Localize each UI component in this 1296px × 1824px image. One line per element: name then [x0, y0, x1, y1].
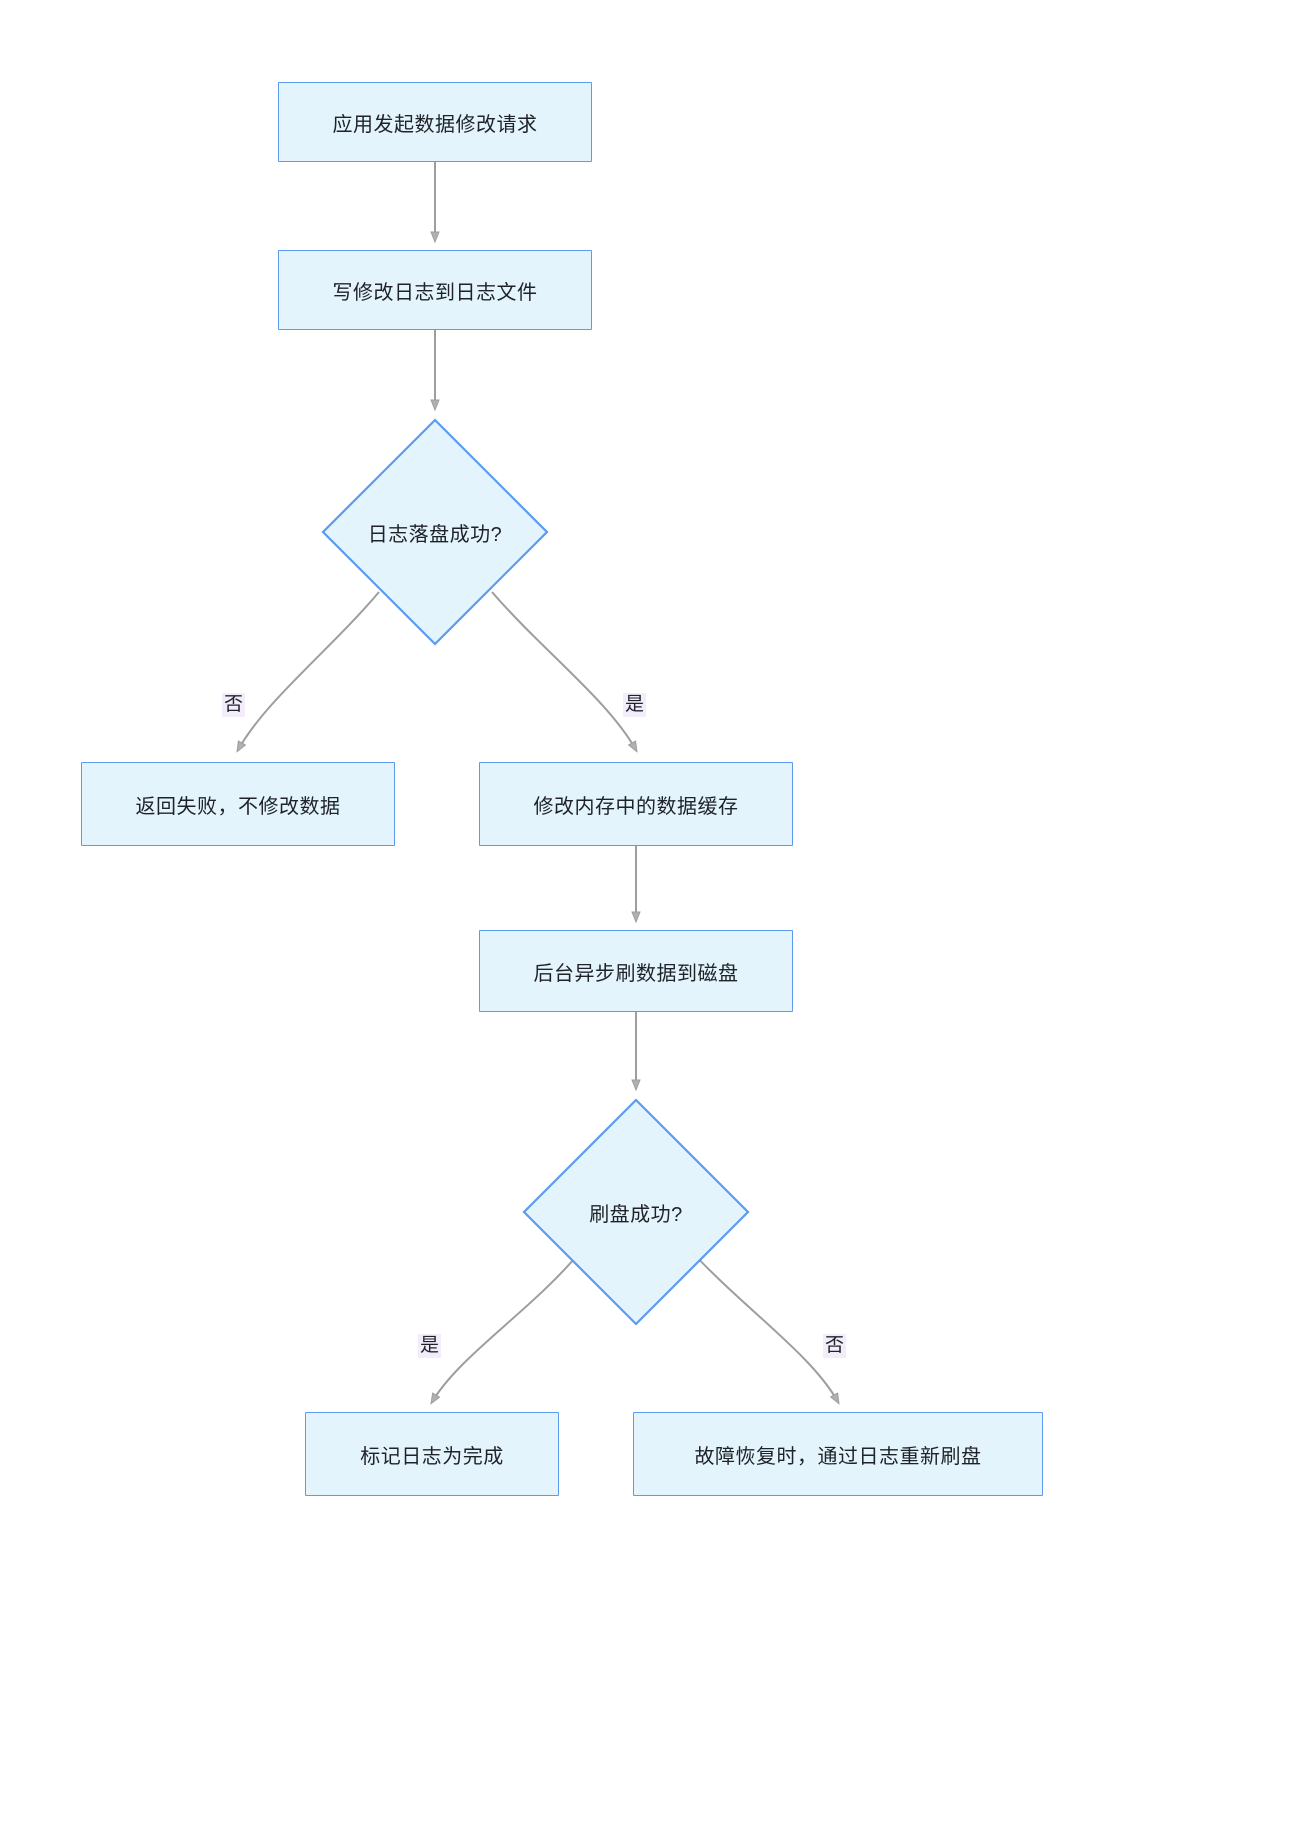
- node-label: 刷盘成功?: [589, 1203, 683, 1226]
- edge-n3-n4: [238, 591, 380, 750]
- node-label: 修改内存中的数据缓存: [533, 795, 739, 818]
- edge-label-yes-2: 是: [418, 1334, 442, 1358]
- diamond-shape: [321, 418, 549, 646]
- node-update-cache[interactable]: 修改内存中的数据缓存: [479, 762, 793, 846]
- node-return-failure[interactable]: 返回失败，不修改数据: [81, 762, 395, 846]
- edge-label-yes-1: 是: [623, 693, 647, 717]
- node-recover-from-log[interactable]: 故障恢复时，通过日志重新刷盘: [633, 1412, 1043, 1496]
- node-decision-log-flushed[interactable]: 日志落盘成功?: [321, 418, 549, 646]
- node-label: 后台异步刷数据到磁盘: [533, 962, 739, 985]
- edge-label-no-2: 否: [823, 1334, 847, 1358]
- node-label: 应用发起数据修改请求: [332, 113, 538, 136]
- node-start-request[interactable]: 应用发起数据修改请求: [278, 82, 592, 162]
- node-async-flush[interactable]: 后台异步刷数据到磁盘: [479, 930, 793, 1012]
- edge-label-no-1: 否: [222, 693, 246, 717]
- edge-n7-n9: [691, 1251, 838, 1402]
- edge-n7-n8: [432, 1251, 581, 1402]
- node-decision-flush-ok[interactable]: 刷盘成功?: [522, 1098, 750, 1326]
- node-label: 日志落盘成功?: [367, 523, 503, 546]
- node-write-log[interactable]: 写修改日志到日志文件: [278, 250, 592, 330]
- edge-n3-n5: [491, 591, 636, 750]
- diamond-shape: [522, 1098, 750, 1326]
- node-label: 故障恢复时，通过日志重新刷盘: [694, 1445, 982, 1468]
- node-mark-log-done[interactable]: 标记日志为完成: [305, 1412, 559, 1496]
- node-label: 返回失败，不修改数据: [135, 795, 341, 818]
- node-label: 标记日志为完成: [360, 1445, 504, 1468]
- node-label: 写修改日志到日志文件: [332, 281, 538, 304]
